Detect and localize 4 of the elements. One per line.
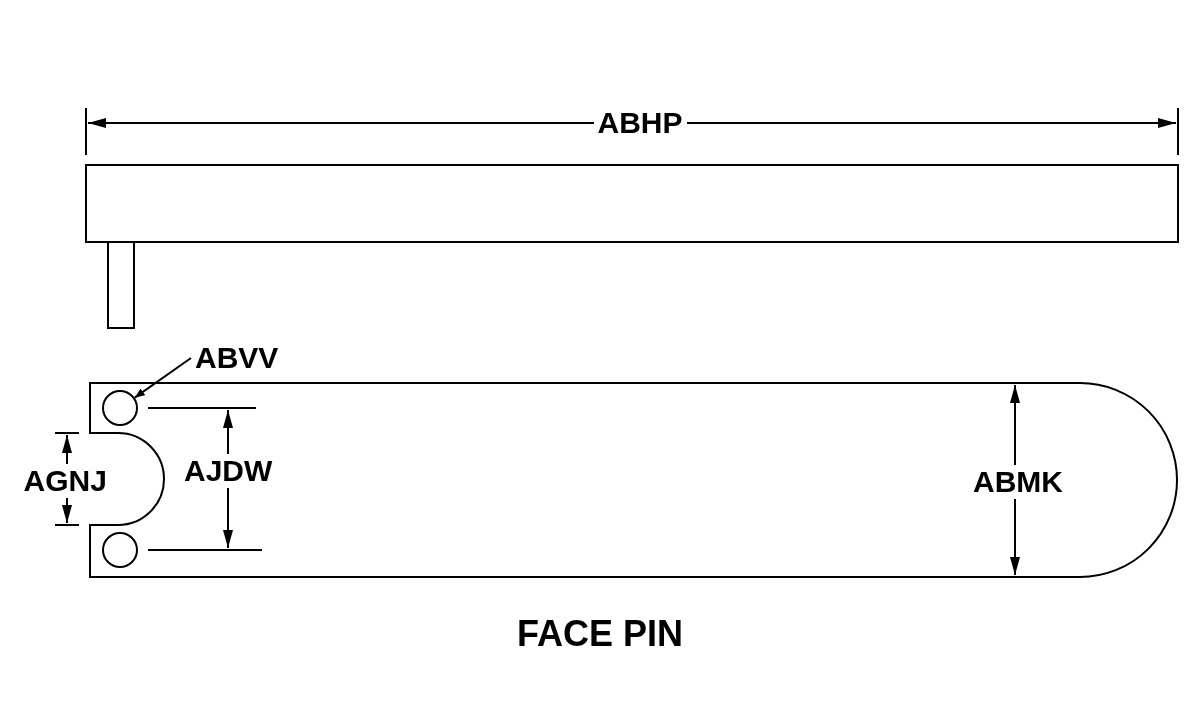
caption: FACE PIN bbox=[517, 614, 684, 654]
part-label: ABVV bbox=[195, 341, 279, 375]
leader-line bbox=[133, 357, 192, 399]
hole bbox=[102, 390, 138, 426]
